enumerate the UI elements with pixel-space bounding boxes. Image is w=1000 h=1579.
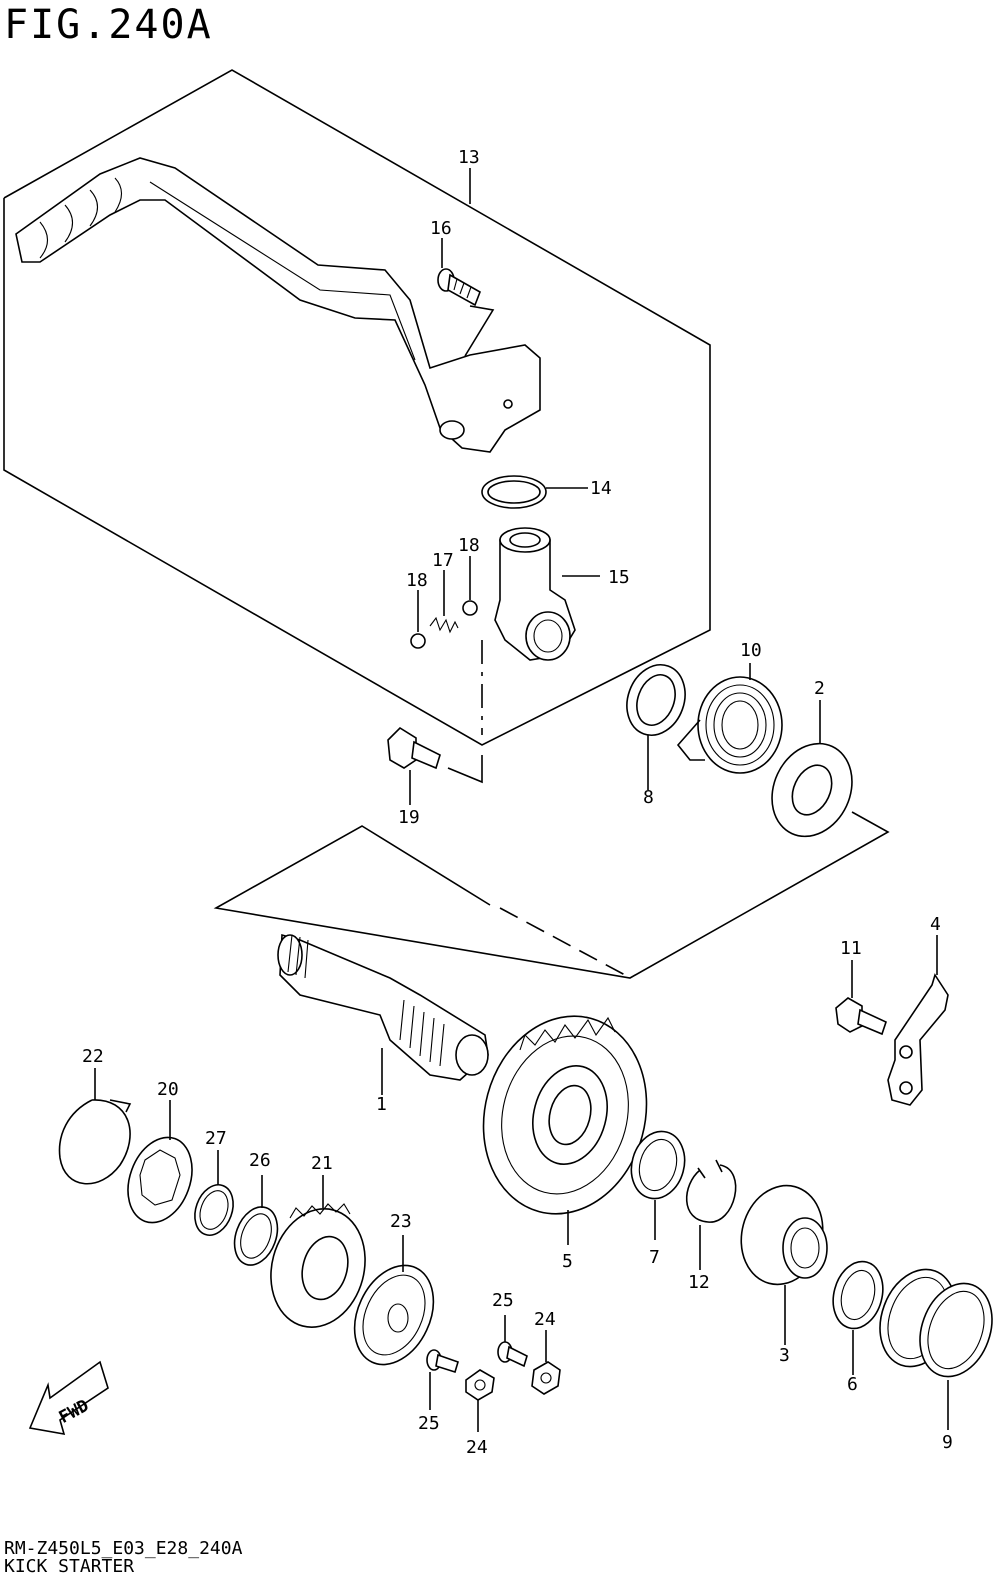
ball-part-18 [410, 556, 478, 649]
callout-12: 12 [688, 1272, 710, 1293]
callout-11: 11 [840, 938, 862, 959]
callout-1: 1 [376, 1094, 387, 1115]
callout-25-lower: 25 [418, 1413, 440, 1434]
lock-plate-part-24 [465, 1330, 561, 1432]
assembly-frame-lower [213, 811, 890, 979]
callout-9: 9 [942, 1432, 953, 1453]
bolt-part-19 [387, 726, 483, 805]
retainer-plate-part-20 [127, 1100, 193, 1224]
gear-part-21 [270, 1175, 366, 1328]
circlip-part-22 [58, 1068, 132, 1185]
forward-direction-arrow: FWD [28, 1360, 109, 1436]
kick-starter-shaft-part-1 [277, 933, 489, 1095]
callout-24-lower: 24 [466, 1437, 488, 1458]
callout-15: 15 [608, 567, 630, 588]
washer-part-23 [353, 1235, 435, 1366]
callout-17: 17 [432, 550, 454, 571]
callout-6: 6 [847, 1374, 858, 1395]
callout-26: 26 [249, 1150, 271, 1171]
ratchet-part-3 [740, 1184, 828, 1345]
callout-22: 22 [82, 1046, 104, 1067]
callout-18-lower: 18 [406, 570, 428, 591]
callout-14: 14 [590, 478, 612, 499]
figure-code: RM-Z450L5_E03_E28_240A [4, 1538, 243, 1559]
callout-7: 7 [649, 1247, 660, 1268]
circlip-part-12 [685, 1159, 737, 1270]
washer-part-26 [233, 1175, 279, 1266]
callout-13: 13 [458, 147, 480, 168]
figure-name: KICK STARTER [4, 1556, 135, 1577]
figure-title: FIG.240A [4, 2, 213, 48]
screw-part-25 [426, 1315, 528, 1410]
spring-part-9 [879, 1268, 993, 1430]
bolt-part-11 [835, 960, 887, 1036]
washer-part-6 [832, 1260, 884, 1375]
circlip-part-27 [194, 1150, 234, 1236]
kick-spring-part-10 [676, 663, 783, 774]
kick-lever-part-13 [15, 157, 541, 453]
callout-5: 5 [562, 1251, 573, 1272]
callout-18-upper: 18 [458, 535, 480, 556]
callout-27: 27 [205, 1128, 227, 1149]
assembly-frame-upper [3, 69, 711, 746]
callout-10: 10 [740, 640, 762, 661]
callout-23: 23 [390, 1211, 412, 1232]
spring-guide-part-2 [771, 700, 853, 838]
callout-19: 19 [398, 807, 420, 828]
callout-3: 3 [779, 1345, 790, 1366]
callout-8: 8 [643, 787, 654, 808]
callout-4: 4 [930, 914, 941, 935]
kick-gear-part-5 [482, 1015, 648, 1245]
callout-16: 16 [430, 218, 452, 239]
bolt-part-16 [437, 238, 495, 357]
callout-25-upper: 25 [492, 1290, 514, 1311]
kick-shaft-part-15 [494, 527, 600, 661]
guide-plate-part-4 [887, 935, 949, 1106]
callout-2: 2 [814, 678, 825, 699]
spring-part-17 [429, 570, 459, 634]
callout-20: 20 [157, 1079, 179, 1100]
oil-seal-part-8 [626, 664, 686, 790]
o-ring-part-14 [481, 475, 588, 509]
callout-24-upper: 24 [534, 1309, 556, 1330]
washer-part-7 [630, 1130, 686, 1240]
callout-21: 21 [311, 1153, 333, 1174]
